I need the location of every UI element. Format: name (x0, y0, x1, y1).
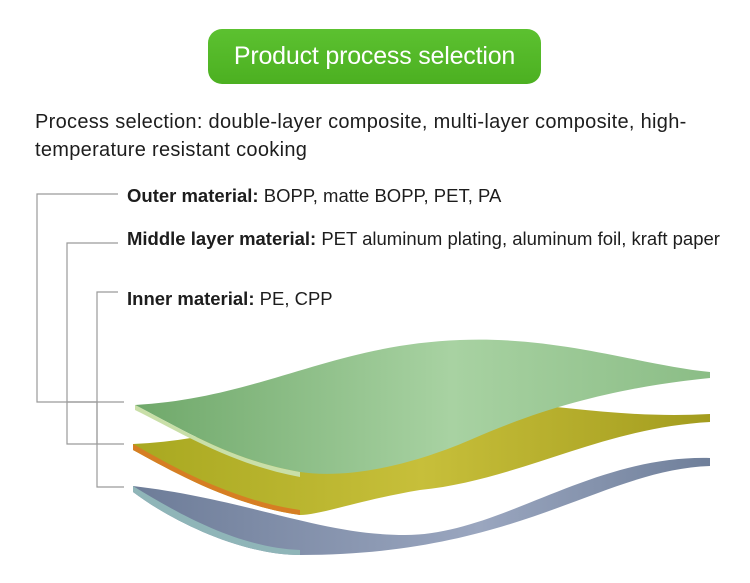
page-title: Product process selection (233, 42, 516, 70)
title-badge: Product process selection (208, 29, 541, 84)
outer-material-item: Outer material: BOPP, matte BOPP, PET, P… (127, 183, 727, 208)
outer-layer (135, 339, 710, 477)
outer-material-value: BOPP, matte BOPP, PET, PA (258, 185, 502, 206)
middle-leader-line (66, 242, 124, 445)
inner-material-item: Inner material: PE, CPP (127, 286, 727, 311)
inner-material-label: Inner material: (127, 288, 255, 309)
inner-leader-line (96, 291, 124, 488)
middle-material-value: PET aluminum plating, aluminum foil, kra… (316, 228, 720, 249)
middle-material-label: Middle layer material: (127, 228, 317, 249)
inner-layer (133, 457, 710, 555)
outer-material-label: Outer material: (127, 185, 259, 206)
connector-line (67, 401, 98, 444)
leader-lines (36, 193, 124, 488)
inner-material-value: PE, CPP (254, 288, 333, 309)
outer-leader-line (36, 193, 124, 403)
process-selection-text: Process selection: double-layer composit… (35, 111, 687, 161)
middle-material-item: Middle layer material: PET aluminum plat… (127, 226, 727, 251)
